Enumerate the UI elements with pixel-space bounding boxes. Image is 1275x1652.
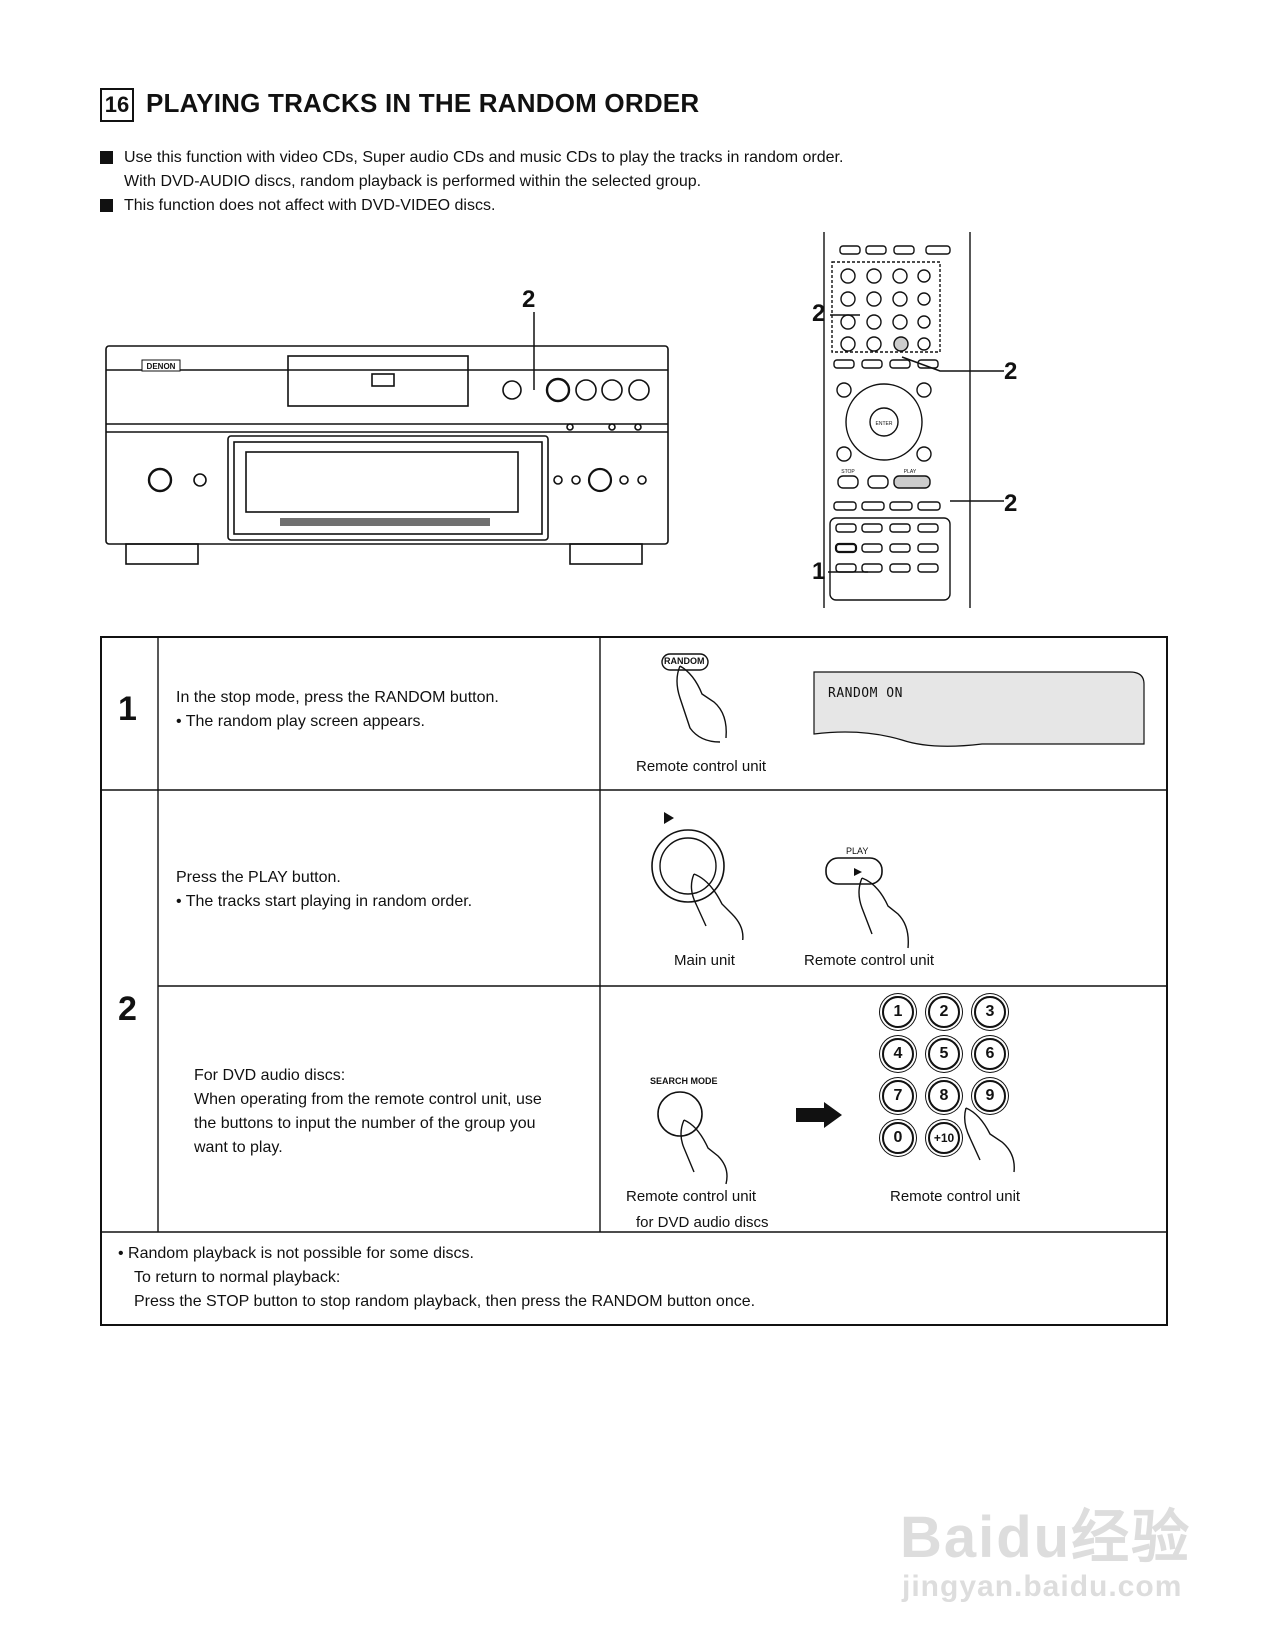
step-2b-text-4: want to play. [194,1139,283,1156]
step-2b-text-2: When operating from the remote control u… [194,1091,542,1108]
step-2b-text-1: For DVD audio discs: [194,1067,346,1084]
callout-remote-numpad: 2 [812,300,826,327]
intro-item-1-sub: With DVD-AUDIO discs, random playback is… [124,173,702,190]
search-mode-label: SEARCH MODE [650,1076,718,1086]
search-mode-button-hand [657,1091,728,1185]
keypad-button-9: 9 [974,1080,1006,1112]
keypad-button-0: 0 [882,1122,914,1154]
remote-stop-label: STOP [841,469,855,475]
random-screen [813,671,1145,747]
step-1-caption: Remote control unit [636,758,767,775]
remote-play-label: PLAY [904,469,917,475]
intro-item-1: Use this function with video CDs, Super … [100,146,843,170]
arrow-right-icon [796,1102,842,1128]
keypad-button-5: 5 [928,1038,960,1070]
keypad-button-plus10: +10 [928,1122,960,1154]
keypad-button-6: 6 [974,1038,1006,1070]
keypad-button-7: 7 [882,1080,914,1112]
step-2-number: 2 [118,990,137,1028]
step-2b-caption-right: Remote control unit [890,1188,1021,1205]
remote-play-label: PLAY [846,846,869,856]
callout-remote-search: 2 [1004,358,1018,385]
note-line-2: To return to normal playback: [134,1269,341,1286]
note-line-3: Press the STOP button to stop random pla… [134,1293,756,1310]
callout-line [830,314,860,316]
callout-line [533,312,535,390]
main-play-button-hand [651,812,744,940]
brand-logo: DENON [147,362,176,371]
step-2b-text-3: the buttons to input the number of the g… [194,1115,536,1132]
keypad-button-1: 1 [882,996,914,1028]
intro-item-2: This function does not affect with DVD-V… [100,194,843,218]
main-unit-illustration: DENON [105,345,669,565]
intro-list: Use this function with video CDs, Super … [100,146,843,218]
callout-remote-random: 1 [812,558,826,585]
step-2b-caption-left-1: Remote control unit [626,1188,757,1205]
step-2a-bullet: • The tracks start playing in random ord… [176,893,473,910]
keypad-hand [963,1107,1015,1173]
keypad-button-2: 2 [928,996,960,1028]
step-1-text: In the stop mode, press the RANDOM butto… [176,689,499,706]
random-button-label: RANDOM [664,656,705,666]
watermark-brand: Baidu经验 [900,1505,1192,1570]
keypad-button-3: 3 [974,996,1006,1028]
callout-remote-play: 2 [1004,490,1018,517]
callout-line [901,356,1004,372]
step-2a-text: Press the PLAY button. [176,869,341,886]
callout-main-play: 2 [522,286,536,313]
keypad-button-8: 8 [928,1080,960,1112]
watermark-url: jingyan.baidu.com [902,1570,1183,1603]
callout-line [828,571,868,573]
step-1-number: 1 [118,690,137,728]
remote-enter-label: ENTER [876,421,893,427]
step-2a-caption-main: Main unit [674,952,735,969]
instruction-table [100,636,1168,1326]
step-2b-caption-left-2: for DVD audio discs [636,1214,769,1231]
step-2a-caption-remote: Remote control unit [804,952,935,969]
step-1-bullet: • The random play screen appears. [176,713,425,730]
table-grid [100,636,1168,1233]
random-button-hand [661,653,727,743]
note-line-1: • Random playback is not possible for so… [118,1245,474,1262]
callout-line [950,500,1004,502]
remote-play-button-hand [825,857,909,949]
screen-text: RANDOM ON [828,686,903,701]
page-title: PLAYING TRACKS IN THE RANDOM ORDER [146,88,700,118]
remote-illustration: ENTER PLAY STOP [823,232,971,608]
keypad-button-4: 4 [882,1038,914,1070]
section-number: 16 [100,88,134,122]
